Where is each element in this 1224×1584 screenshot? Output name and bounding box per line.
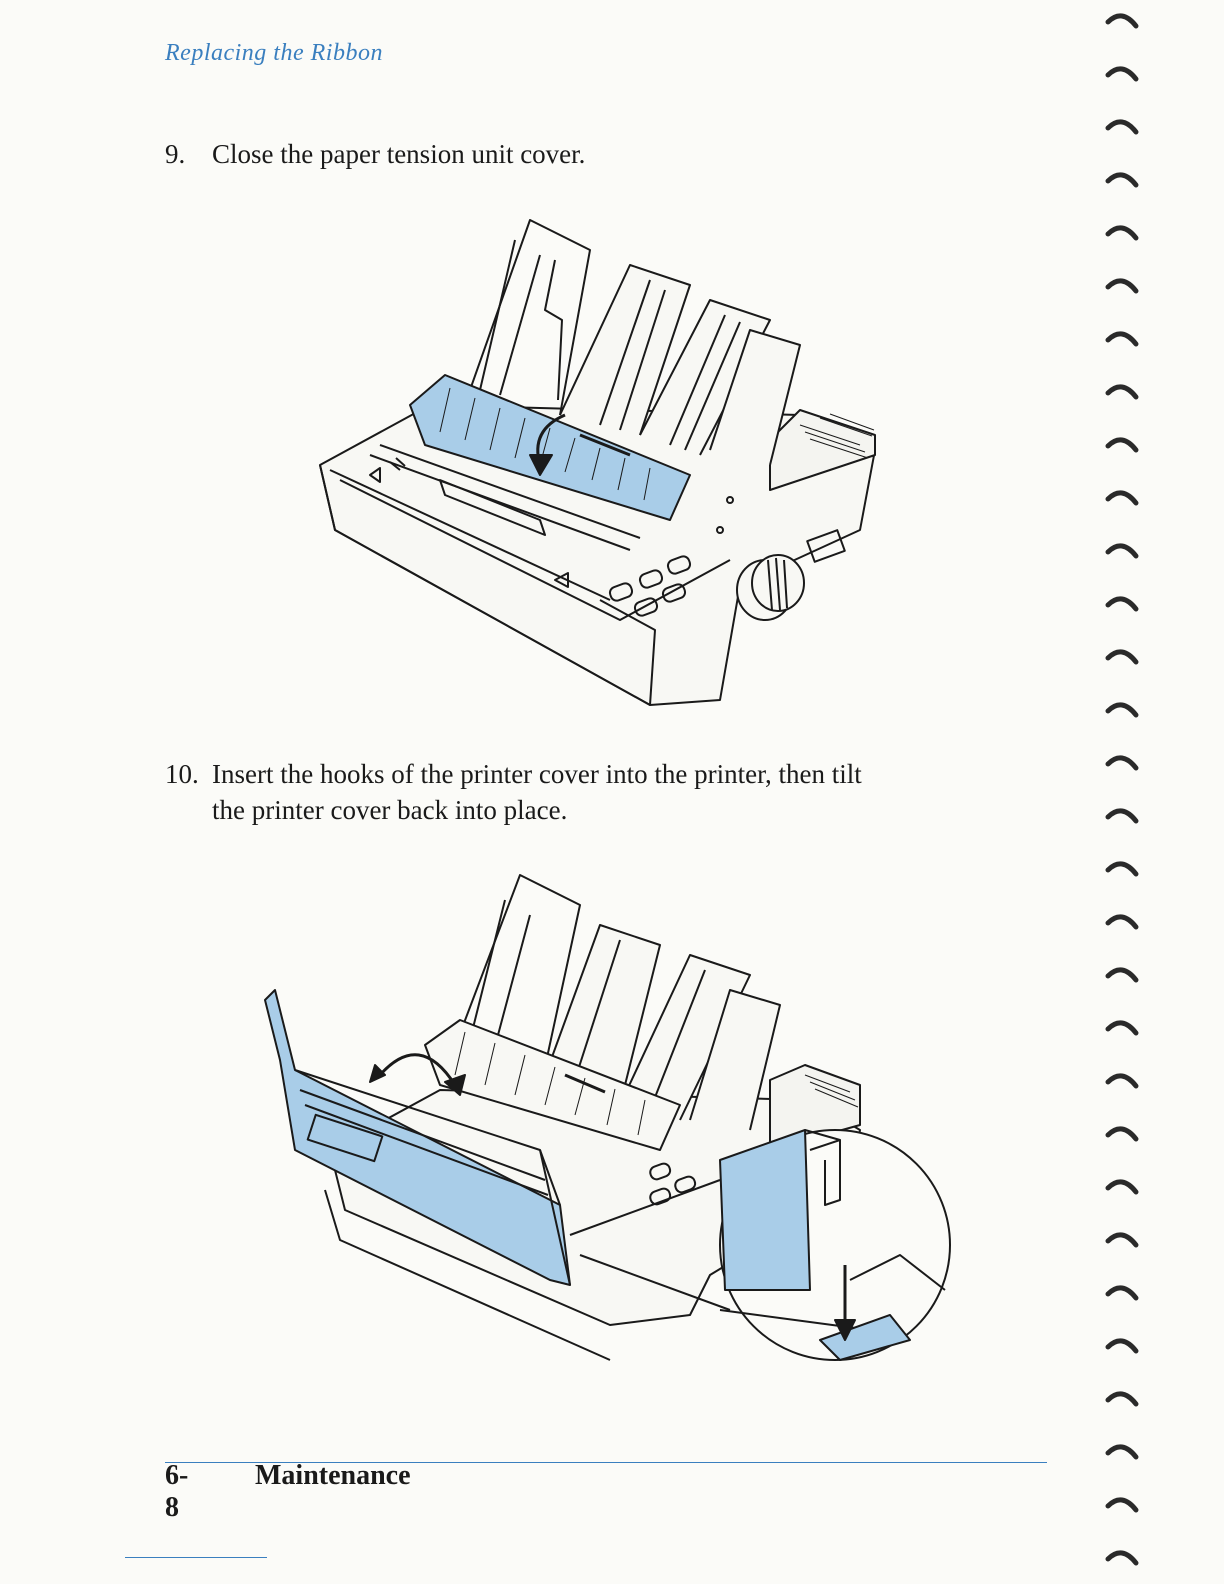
step-number: 10. [165, 756, 199, 792]
printer-illustration-close-cover [300, 200, 900, 715]
printer-illustration-install-cover [250, 860, 960, 1385]
bottom-rule [125, 1557, 267, 1558]
running-header: Replacing the Ribbon [165, 40, 383, 67]
step-number: 9. [165, 136, 185, 172]
step-text-line1: Insert the hooks of the printer cover in… [212, 756, 862, 792]
step-text: Close the paper tension unit cover. [212, 136, 585, 172]
section-title: Maintenance [255, 1460, 411, 1492]
step-text-line2: the printer cover back into place. [212, 792, 567, 828]
binding-hole-icon [1100, 0, 1150, 1584]
page-number: 6-8 [165, 1460, 188, 1524]
